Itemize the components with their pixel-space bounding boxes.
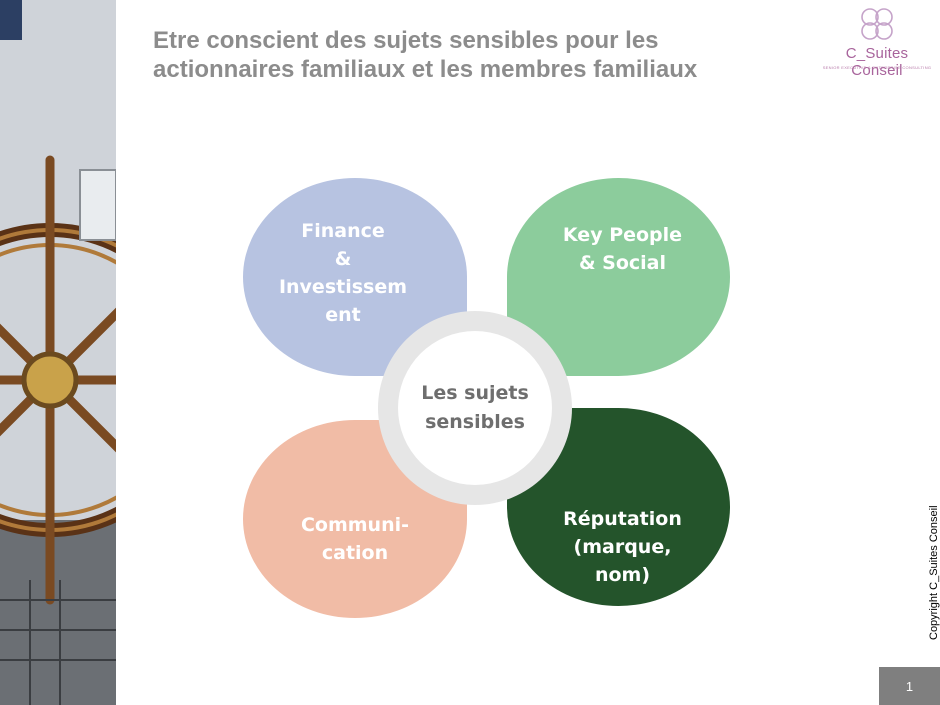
center-label: Les sujets sensibles: [421, 382, 529, 433]
logo-name: C_Suites Conseil: [845, 45, 909, 79]
petal-reputation-label: Réputation (marque, nom): [563, 508, 682, 586]
logo-tagline: SENIOR EXECUTIVE & ENTERPRISE CONSULTING: [822, 65, 932, 70]
copyright-text: Copyright C_Suites Conseil: [928, 505, 940, 640]
petal-key-people: Key People & Social: [507, 178, 730, 376]
petal-key-people-label: Key People & Social: [562, 224, 683, 274]
clover-icon: [861, 8, 893, 40]
petal-finance-label: Finance & Investissem ent: [278, 220, 408, 326]
petal-communication-label: Communi- cation: [300, 514, 410, 564]
slide-title: Etre conscient des sujets sensibles pour…: [153, 27, 698, 83]
center-circle: Les sujets sensibles: [398, 331, 552, 485]
company-logo: C_Suites Conseil SENIOR EXECUTIVE & ENTE…: [818, 5, 936, 79]
ship-wheel-photo: [0, 0, 116, 705]
page-number: 1: [879, 667, 940, 705]
